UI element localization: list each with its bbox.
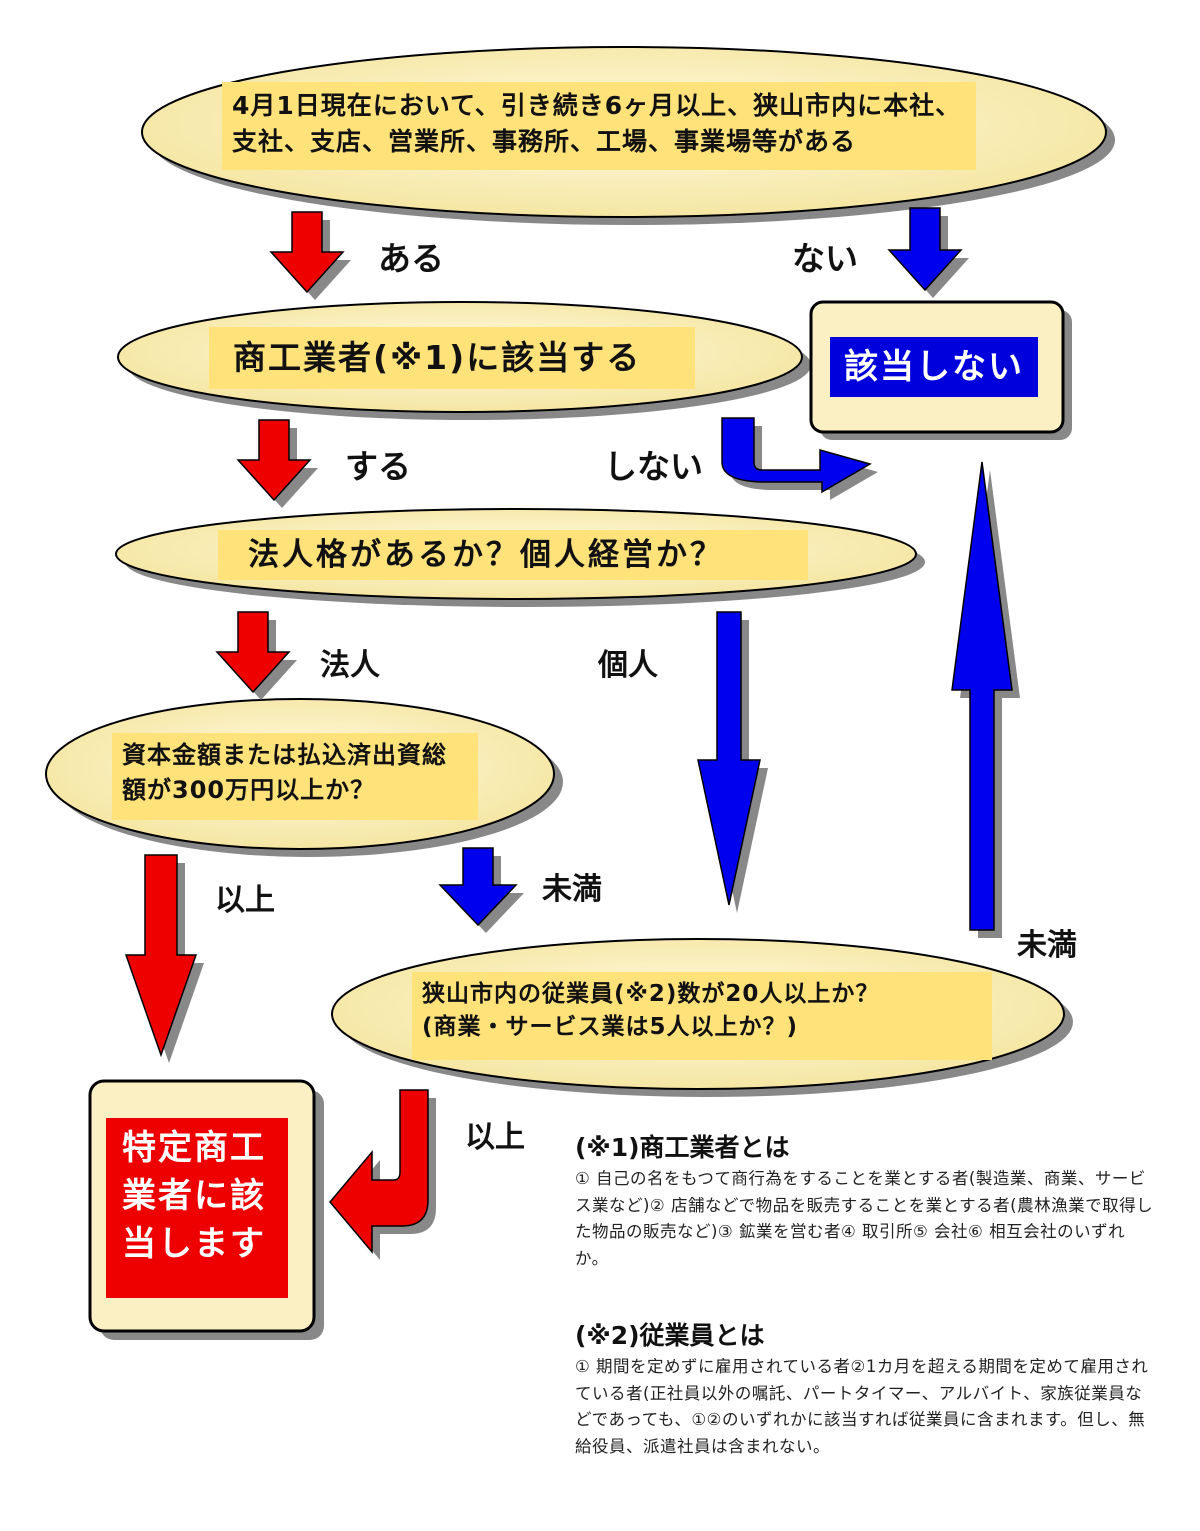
result-yes-text: 特定商工業者に該当します	[122, 1128, 266, 1264]
edge-label-q5-under: 未満	[1017, 928, 1077, 963]
q3-text: 法人格があるか？個人経営か？	[248, 537, 724, 573]
result-applicable: 特定商工業者に該当します	[106, 1118, 288, 1298]
edge-label-q5-over: 以上	[465, 1120, 525, 1155]
note1-body: ① 自己の名をもつて商行為をすることを業とする者(製造業、商業、サービス業など)…	[575, 1169, 1154, 1269]
arrow-q4-under	[438, 847, 524, 933]
arrow-q1-yes	[269, 211, 351, 300]
arrow-q5-over	[329, 1089, 436, 1260]
edge-label-q1-no: ない	[792, 239, 858, 278]
edge-label-q3-individual: 個人	[598, 648, 658, 683]
note2-title: (※2)従業員とは	[575, 1321, 765, 1350]
edge-label-q1-yes: ある	[378, 239, 444, 278]
q2-text: 商工業者(※1)に該当する	[233, 338, 642, 377]
q1-text: 4月1日現在において、引き続き6ヶ月以上、狭山市内に本社、支社、支店、営業所、事…	[232, 91, 962, 157]
q1-label: 4月1日現在において、引き続き6ヶ月以上、狭山市内に本社、支社、支店、営業所、事…	[222, 82, 976, 170]
q5-text-line2: (商業・サービス業は5人以上か？)	[422, 1014, 799, 1041]
result-not-applicable: 該当しない	[830, 337, 1038, 397]
edge-label-q2-no: しない	[604, 447, 703, 486]
q5-label: 狭山市内の従業員(※2)数が20人以上か？ (商業・サービス業は5人以上か？)	[412, 972, 992, 1060]
q3-label: 法人格があるか？個人経営か？	[218, 530, 808, 580]
edge-label-q4-under: 未満	[542, 872, 602, 907]
arrow-q3-corporation	[215, 611, 297, 700]
q4-text: 資本金額または払込済出資総額が300万円以上か？	[122, 741, 447, 804]
arrow-q3-individual	[697, 611, 768, 913]
arrow-q2-no	[721, 417, 878, 500]
arrow-q1-no	[887, 207, 969, 298]
note2-body: ① 期間を定めずに雇用されている者②1カ月を超える期間を定めて雇用されている者(…	[575, 1357, 1149, 1457]
result-no-text: 該当しない	[844, 347, 1024, 387]
q4-label: 資本金額または払込済出資総額が300万円以上か？	[112, 733, 478, 820]
arrow-q4-over	[124, 854, 204, 1063]
edge-label-q2-yes: する	[345, 447, 411, 486]
arrow-q5-under	[951, 461, 1020, 938]
arrow-q2-yes	[236, 419, 318, 508]
note1-title: (※1)商工業者とは	[575, 1133, 790, 1162]
edge-label-q4-over: 以上	[215, 883, 275, 918]
q5-text-line1: 狭山市内の従業員(※2)数が20人以上か？	[422, 981, 880, 1007]
edge-label-q3-corporation: 法人	[320, 648, 380, 683]
q2-label: 商工業者(※1)に該当する	[209, 327, 695, 389]
